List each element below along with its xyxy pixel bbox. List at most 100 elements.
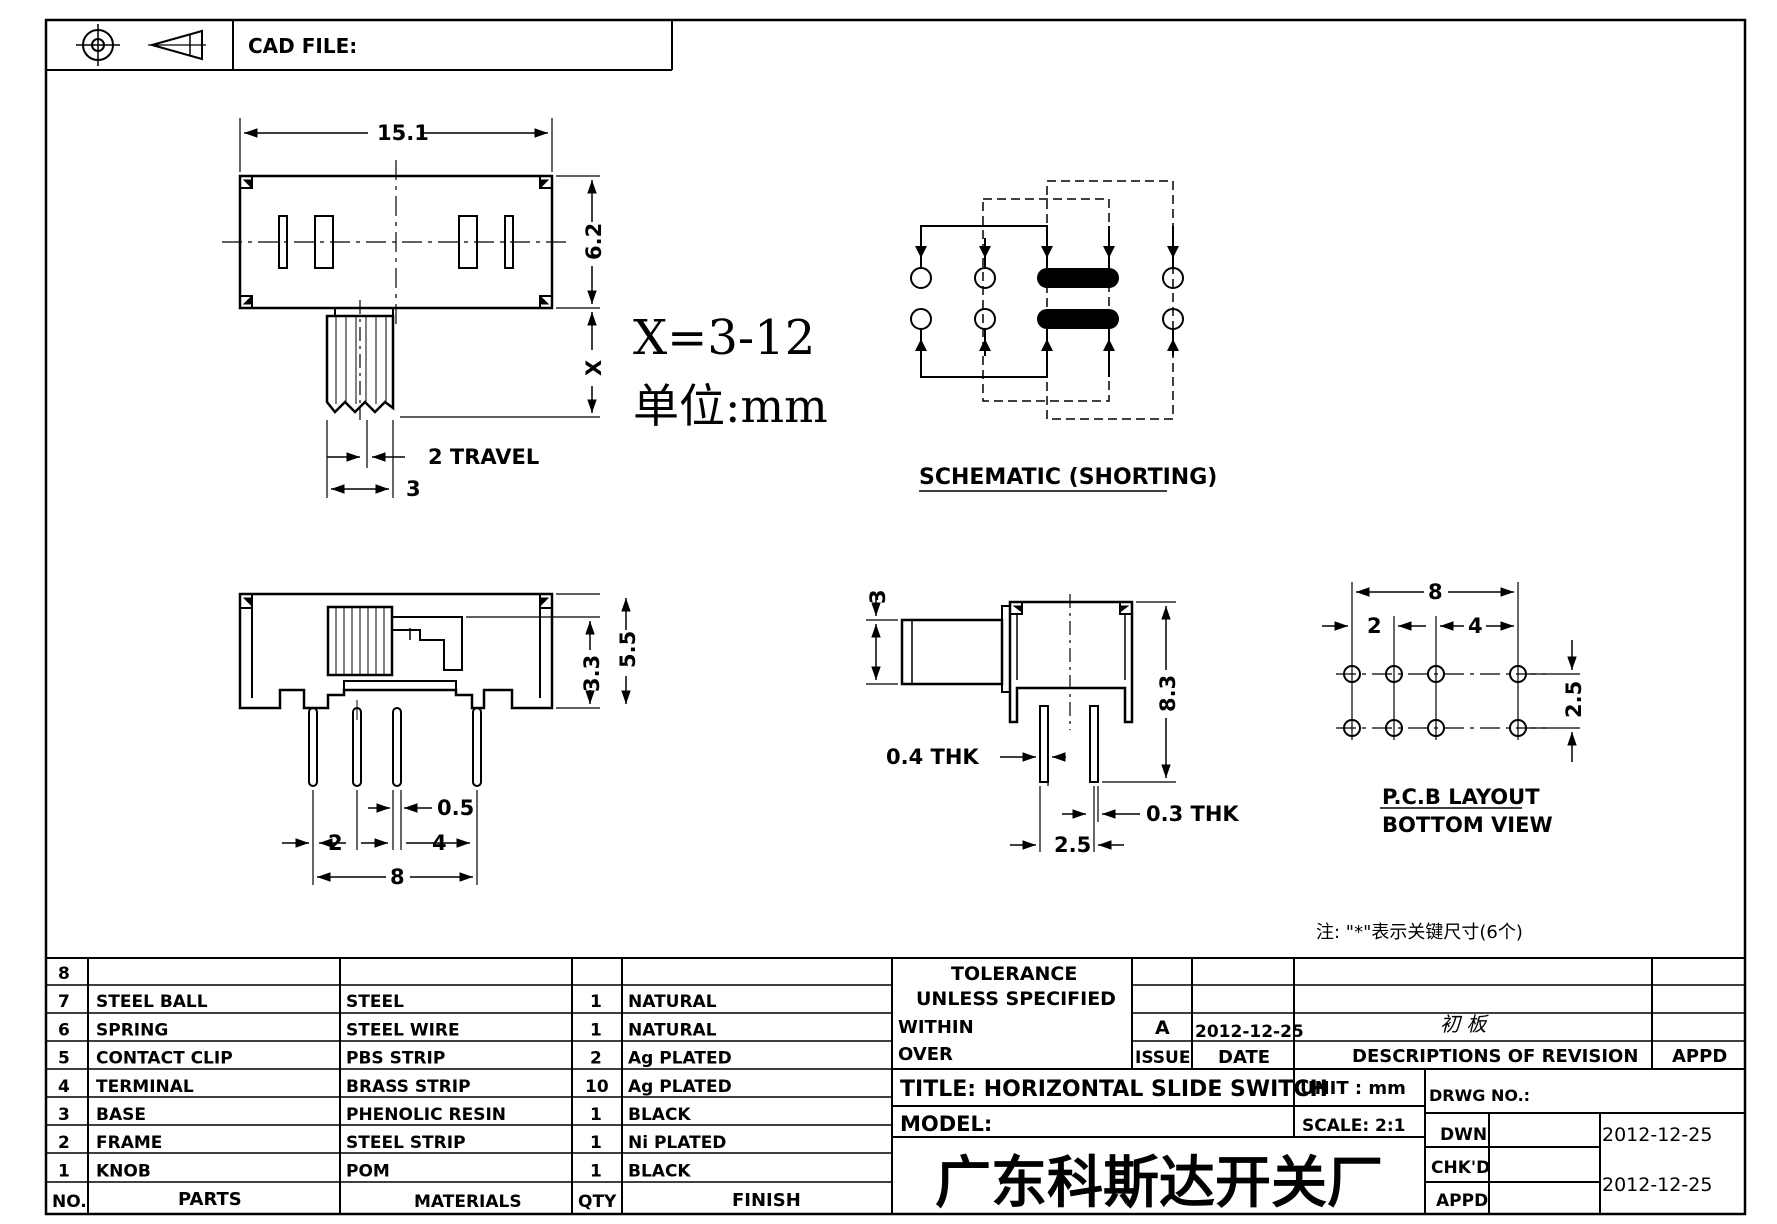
bom-cell-no: 5 (58, 1049, 70, 1069)
bom-row: 5 CONTACT CLIP PBS STRIP 2 Ag PLATED (58, 1049, 732, 1069)
issue-value: A (1155, 1017, 1170, 1039)
chkd-label: CHK'D (1431, 1158, 1490, 1178)
descriptions-of-revision-label: DESCRIPTIONS OF REVISION (1352, 1046, 1638, 1067)
bom-header-parts: PARTS (178, 1189, 242, 1210)
pcb-layout (1322, 582, 1580, 809)
bom-row: 1 KNOB POM 1 BLACK (58, 1161, 691, 1181)
bom-cell-finish: BLACK (628, 1161, 691, 1181)
bom-cell-material: BRASS STRIP (346, 1077, 471, 1097)
unit-label: UNIT : mm (1300, 1078, 1406, 1099)
dim-pcb-8: 8 (1428, 580, 1443, 604)
bom-cell-material: PBS STRIP (346, 1049, 445, 1069)
bom-header-qty: QTY (578, 1192, 617, 1212)
appd-sign-label: APPD (1436, 1191, 1488, 1211)
dim-side-3: 3 (866, 589, 890, 604)
chk-date: 2012-12-25 (1602, 1174, 1712, 1196)
bom-header-no: NO. (52, 1192, 87, 1212)
dwn-date: 2012-12-25 (1602, 1124, 1712, 1146)
range-note: X=3-12 (633, 310, 815, 366)
bom-cell-part: STEEL BALL (96, 992, 208, 1012)
issue-label: ISSUE (1135, 1048, 1190, 1068)
within-label: WITHIN (898, 1017, 974, 1038)
bom-header-finish: FINISH (732, 1190, 801, 1211)
scale-label: SCALE: 2:1 (1302, 1116, 1406, 1136)
dim-pcb-2-5: 2.5 (1562, 681, 1586, 718)
over-label: OVER (898, 1044, 953, 1065)
bom-cell-qty: 1 (590, 1133, 602, 1153)
bom-cell-no: 4 (58, 1077, 70, 1097)
pcb-bottom-view-title: BOTTOM VIEW (1382, 813, 1553, 837)
bom-cell-finish: NATURAL (628, 992, 717, 1012)
bom-cell-part: KNOB (96, 1161, 151, 1181)
dim-front-8: 8 (390, 865, 405, 889)
revision-description: 初 板 (1440, 1012, 1489, 1036)
bom-cell-finish: Ag PLATED (628, 1049, 732, 1069)
dim-3-3: 3.3 (580, 655, 604, 692)
bom-cell-part: TERMINAL (96, 1077, 194, 1097)
bom-cell-no: 3 (58, 1105, 70, 1125)
bom-row: 6 SPRING STEEL WIRE 1 NATURAL (58, 1020, 717, 1040)
bom-cell-qty: 1 (590, 1161, 602, 1181)
bom-cell-finish: Ag PLATED (628, 1077, 732, 1097)
bom-cell-qty: 10 (585, 1077, 609, 1097)
bom-table: 8 7 STEEL BALL STEEL 1 NATURAL 6 SPRING STEEL WI… (58, 964, 732, 1181)
key-dimension-note: 注: "*"表示关键尺寸(6个) (1316, 922, 1523, 943)
bom-cell-material: POM (346, 1161, 390, 1181)
drawing-number-label: DRWG NO.: (1429, 1086, 1530, 1105)
bom-cell-no: 6 (58, 1020, 70, 1040)
issue-date: 2012-12-25 (1195, 1022, 1304, 1042)
bom-header-materials: MATERIALS (414, 1192, 522, 1212)
bom-cell-finish: BLACK (628, 1105, 691, 1125)
bom-cell-no: 7 (58, 992, 70, 1012)
bom-cell-no: 2 (58, 1133, 70, 1153)
bom-cell-part: BASE (96, 1105, 146, 1125)
third-angle-projection-icon (76, 24, 206, 66)
dim-height-6-2: 6.2 (582, 223, 606, 260)
bom-cell-qty: 1 (590, 1105, 602, 1125)
schematic-shorting (910, 180, 1184, 492)
bom-cell-finish: Ni PLATED (628, 1133, 726, 1153)
bom-cell-finish: NATURAL (628, 1020, 717, 1040)
unit-note: 单位:mm (633, 379, 828, 433)
drawing-title: TITLE: HORIZONTAL SLIDE SWITCH (900, 1077, 1328, 1102)
dim-knob-3: 3 (406, 477, 421, 501)
bom-cell-material: PHENOLIC RESIN (346, 1105, 506, 1125)
dim-5-5: 5.5 (616, 631, 640, 668)
tolerance-label: TOLERANCE (951, 963, 1077, 985)
pcb-layout-title: P.C.B LAYOUT (1382, 785, 1540, 809)
dim-0-4-thk: 0.4 THK (886, 745, 979, 769)
dim-pcb-4: 4 (1468, 614, 1483, 638)
bom-cell-material: STEEL WIRE (346, 1020, 460, 1040)
table-grid (46, 957, 1745, 1214)
top-view (222, 118, 600, 498)
header-box: CAD FILE: (46, 20, 673, 71)
bom-cell-qty: 1 (590, 1020, 602, 1040)
side-view (866, 594, 1176, 852)
dim-front-2: 2 (328, 831, 343, 855)
dim-0-5: 0.5 (437, 796, 474, 820)
schematic-title: SCHEMATIC (SHORTING) (919, 465, 1217, 490)
bom-cell-part: CONTACT CLIP (96, 1049, 233, 1069)
cad-file-label: CAD FILE: (248, 34, 357, 58)
dim-x: X (582, 360, 606, 376)
bom-cell-material: STEEL (346, 992, 404, 1012)
bom-cell-material: STEEL STRIP (346, 1133, 466, 1153)
model-label: MODEL: (900, 1112, 992, 1136)
dim-8-3: 8.3 (1156, 675, 1180, 712)
bom-cell-no: 1 (58, 1161, 70, 1181)
date-label: DATE (1218, 1047, 1270, 1068)
bom-cell-part: SPRING (96, 1020, 168, 1040)
unless-specified-label: UNLESS SPECIFIED (916, 988, 1116, 1010)
bom-cell-part: FRAME (96, 1133, 162, 1153)
dwn-label: DWN (1440, 1125, 1487, 1145)
bom-cell-qty: 2 (590, 1049, 602, 1069)
bom-cell-no: 8 (58, 964, 70, 984)
dim-width-15-1: 15.1 (377, 121, 429, 145)
bom-row: 8 (58, 964, 70, 984)
dim-pcb-2: 2 (1367, 614, 1382, 638)
dim-front-4: 4 (432, 831, 447, 855)
bom-row: 3 BASE PHENOLIC RESIN 1 BLACK (58, 1105, 691, 1125)
bom-row: 2 FRAME STEEL STRIP 1 Ni PLATED (58, 1133, 726, 1153)
